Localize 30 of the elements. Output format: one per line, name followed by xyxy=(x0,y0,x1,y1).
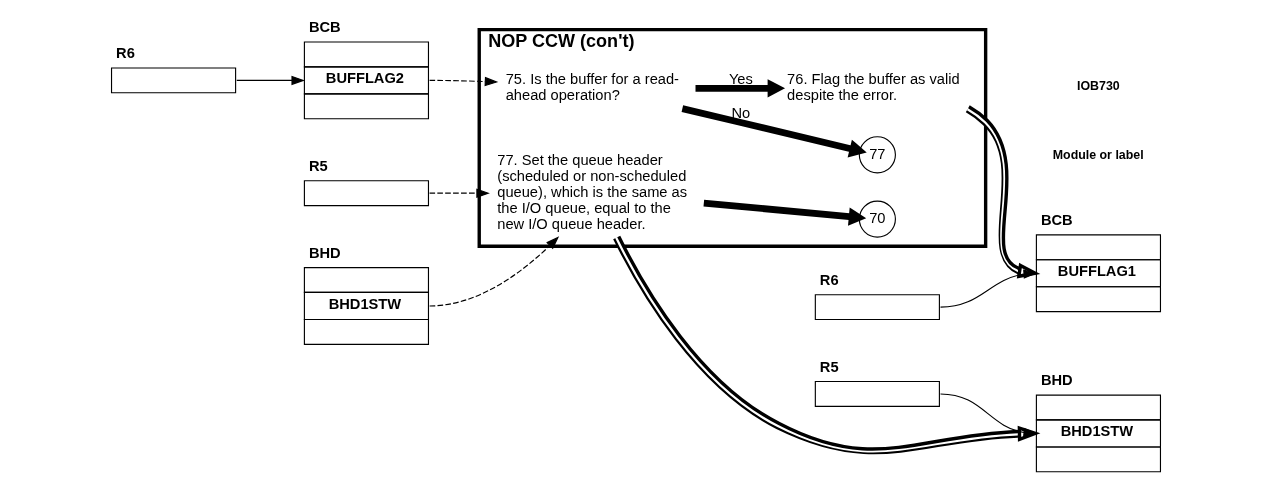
node-label: R6 xyxy=(819,271,839,288)
arrow xyxy=(681,105,867,158)
node-circle: 70 xyxy=(858,200,896,238)
arrow xyxy=(429,76,499,87)
label: IOB730 xyxy=(1077,79,1120,94)
node-text: 76. Flag the buffer as valid despite the error. xyxy=(787,71,960,104)
node-box xyxy=(110,67,237,94)
label: Module or label xyxy=(1052,148,1144,163)
node-box xyxy=(814,294,940,321)
edge-label: Yes xyxy=(728,71,753,88)
node-text: 75. Is the buffer for a read-ahead operation? xyxy=(505,71,679,104)
edge-label: No xyxy=(731,105,751,122)
node-label: R6 xyxy=(116,45,135,62)
node-box xyxy=(814,380,940,407)
node-text: 77. Set the queue header (scheduled or non-scheduled queue), which is the same as the I/O queue, equal to the new I/O queue header. xyxy=(497,152,688,232)
node-label: BCB xyxy=(1040,212,1073,229)
arrow xyxy=(429,188,490,198)
arrow xyxy=(236,75,305,86)
node-label: BCB xyxy=(308,19,341,36)
node-label: BHD xyxy=(1040,372,1073,389)
arrow xyxy=(613,235,1041,455)
node-label: R5 xyxy=(308,158,328,175)
arrow xyxy=(695,79,786,98)
node-label: BHD xyxy=(308,244,341,261)
node-box xyxy=(303,180,430,207)
arrow xyxy=(703,199,867,226)
node-label: R5 xyxy=(819,358,839,375)
arrow xyxy=(429,236,560,307)
arrow xyxy=(965,105,1041,279)
node-circle: 77 xyxy=(858,136,896,174)
